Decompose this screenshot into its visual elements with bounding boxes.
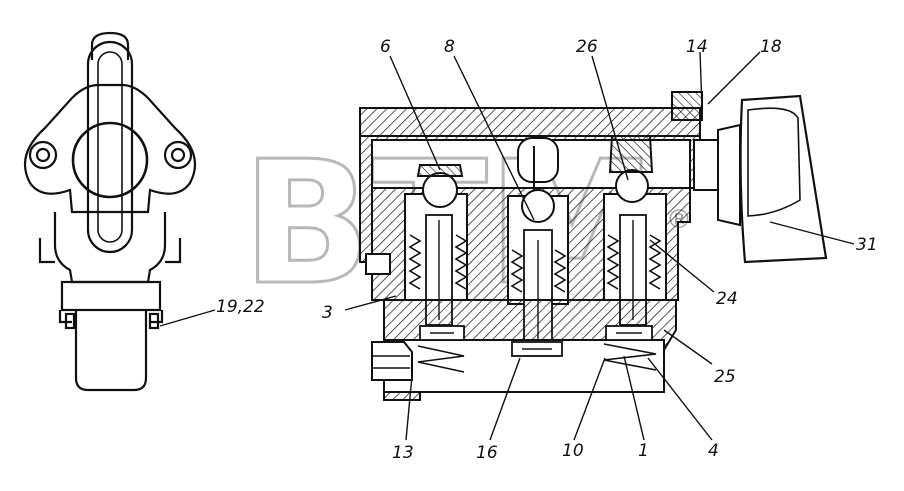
callout-labels: 6 8 26 14 18 31 24 25 3 19,22 13 16 10 1… <box>216 37 878 463</box>
section-view <box>359 91 828 401</box>
callout-26: 26 <box>576 37 598 57</box>
front-view <box>23 31 197 392</box>
callout-4: 4 <box>708 441 719 461</box>
callout-18: 18 <box>760 37 782 57</box>
callout-19-22: 19,22 <box>216 297 265 317</box>
callout-1: 1 <box>638 441 649 461</box>
callout-10: 10 <box>562 441 584 461</box>
leader-lines <box>159 51 855 441</box>
callout-24: 24 <box>716 289 738 309</box>
callout-31: 31 <box>856 235 878 255</box>
callout-14: 14 <box>686 37 708 57</box>
callout-6: 6 <box>380 37 391 57</box>
callout-3: 3 <box>322 303 333 323</box>
callout-13: 13 <box>392 443 414 463</box>
callout-16: 16 <box>476 443 498 463</box>
callout-8: 8 <box>444 37 455 57</box>
callout-25: 25 <box>714 367 736 387</box>
